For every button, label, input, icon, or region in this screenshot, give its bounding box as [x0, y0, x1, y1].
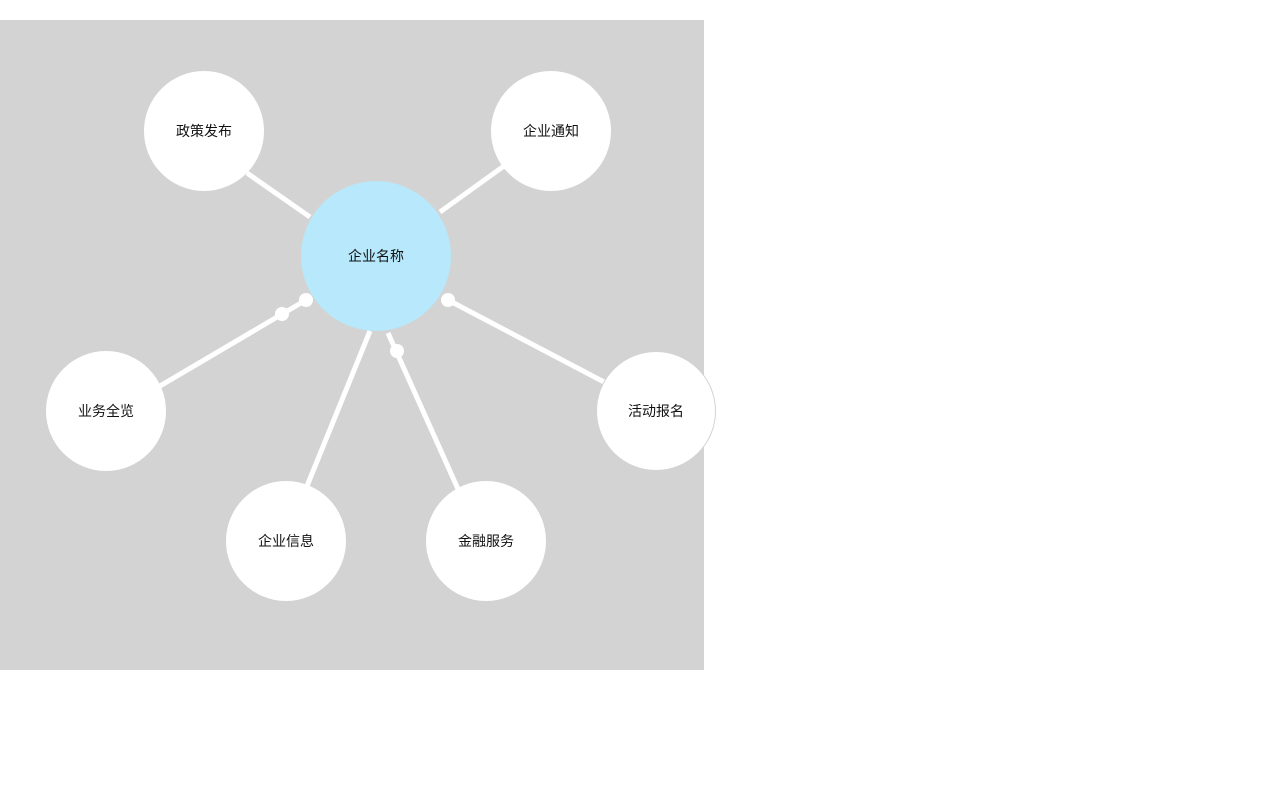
- node-policy-release[interactable]: 政策发布: [144, 71, 264, 191]
- node-label: 业务全览: [78, 404, 134, 420]
- link-handle[interactable]: [390, 344, 404, 358]
- node-company-notice[interactable]: 企业通知: [491, 71, 611, 191]
- node-financial-services[interactable]: 金融服务: [426, 481, 546, 601]
- node-event-signup[interactable]: 活动报名: [596, 351, 716, 471]
- node-label: 政策发布: [176, 124, 232, 140]
- node-label: 企业名称: [348, 249, 404, 265]
- node-business-overview[interactable]: 业务全览: [46, 351, 166, 471]
- node-label: 金融服务: [458, 534, 514, 550]
- node-label: 企业通知: [523, 124, 579, 140]
- connector-lines: [158, 163, 606, 491]
- node-company-name[interactable]: 企业名称: [301, 181, 451, 331]
- link-finance: [385, 331, 461, 491]
- link-policy: [245, 170, 312, 220]
- node-company-info[interactable]: 企业信息: [226, 481, 346, 601]
- diagram-canvas: 政策发布 企业通知 企业名称 业务全览 活动报名 企业信息 金融服务: [0, 20, 716, 670]
- link-handle[interactable]: [275, 307, 289, 321]
- link-handle[interactable]: [299, 293, 313, 307]
- link-company-info: [304, 330, 373, 487]
- node-label: 活动报名: [628, 404, 684, 420]
- link-events: [446, 297, 606, 385]
- link-notice: [438, 163, 506, 215]
- node-label: 企业信息: [258, 534, 314, 550]
- link-handle[interactable]: [441, 293, 455, 307]
